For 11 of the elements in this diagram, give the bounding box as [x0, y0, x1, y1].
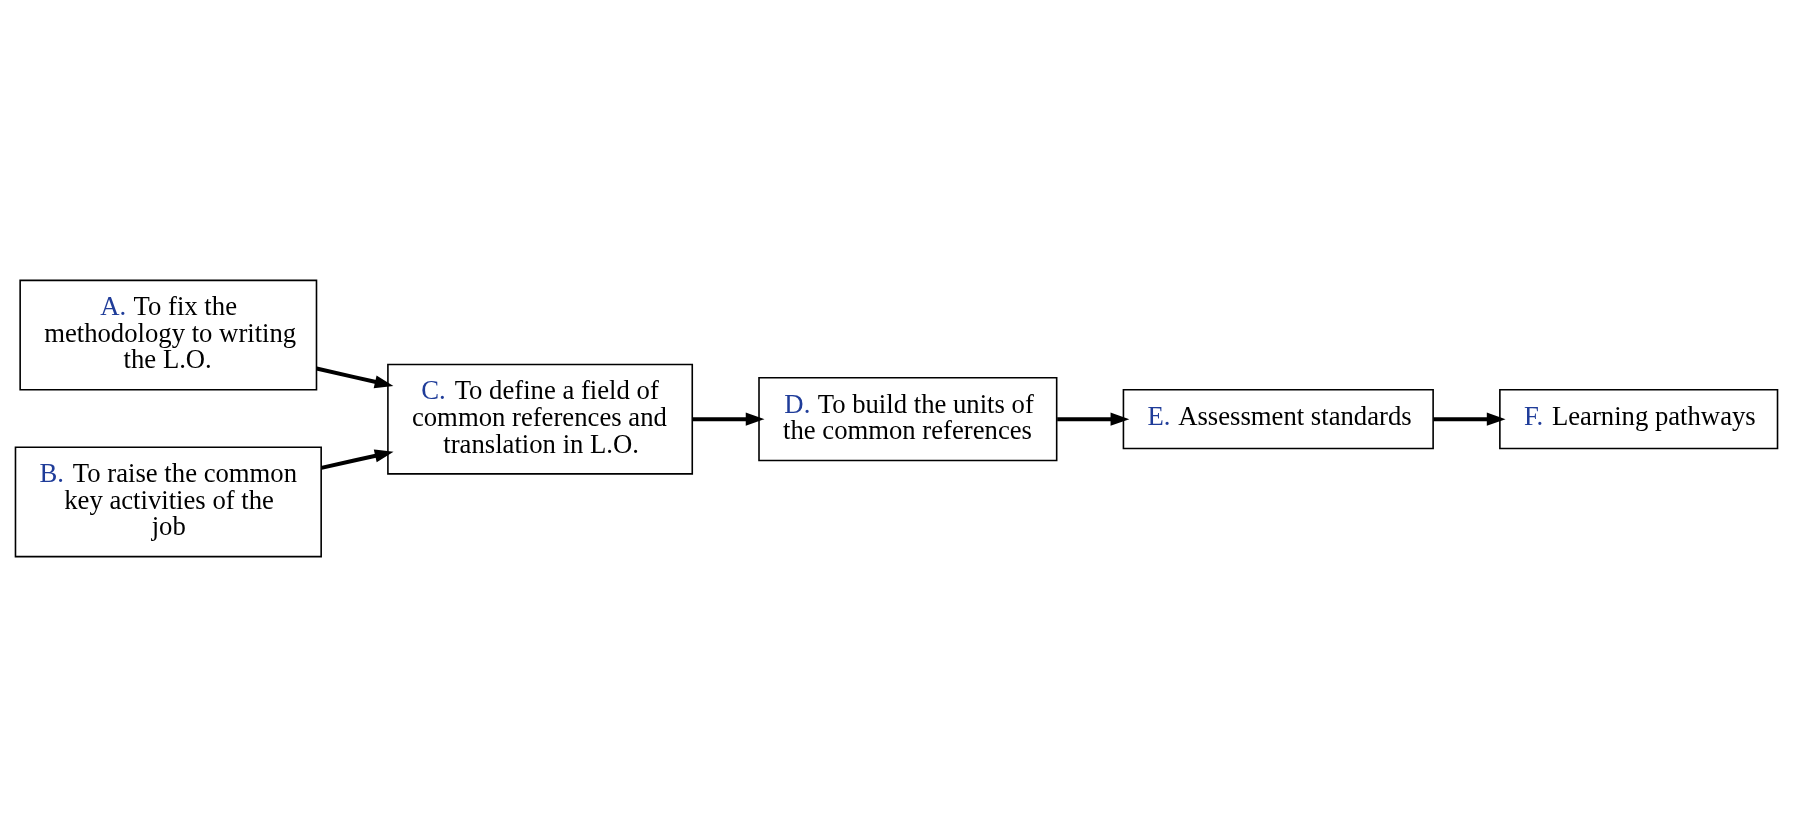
node-box: D. To build the units of the common references: [758, 376, 1058, 461]
arrow: [1433, 412, 1506, 426]
node-box: A. To fix the methodology to writing the L.O.: [19, 279, 318, 391]
node-box: C. To define a field of common references and translation in L.O.: [387, 363, 694, 475]
arrow: [692, 412, 765, 426]
arrow: [316, 366, 394, 388]
node-box: B. To raise the common key activities of the job: [14, 445, 322, 557]
node-box: F. Learning pathways: [1499, 388, 1779, 449]
arrow: [1057, 412, 1130, 426]
node-box: E. Assessment standards: [1122, 388, 1434, 449]
arrow: [320, 448, 394, 470]
